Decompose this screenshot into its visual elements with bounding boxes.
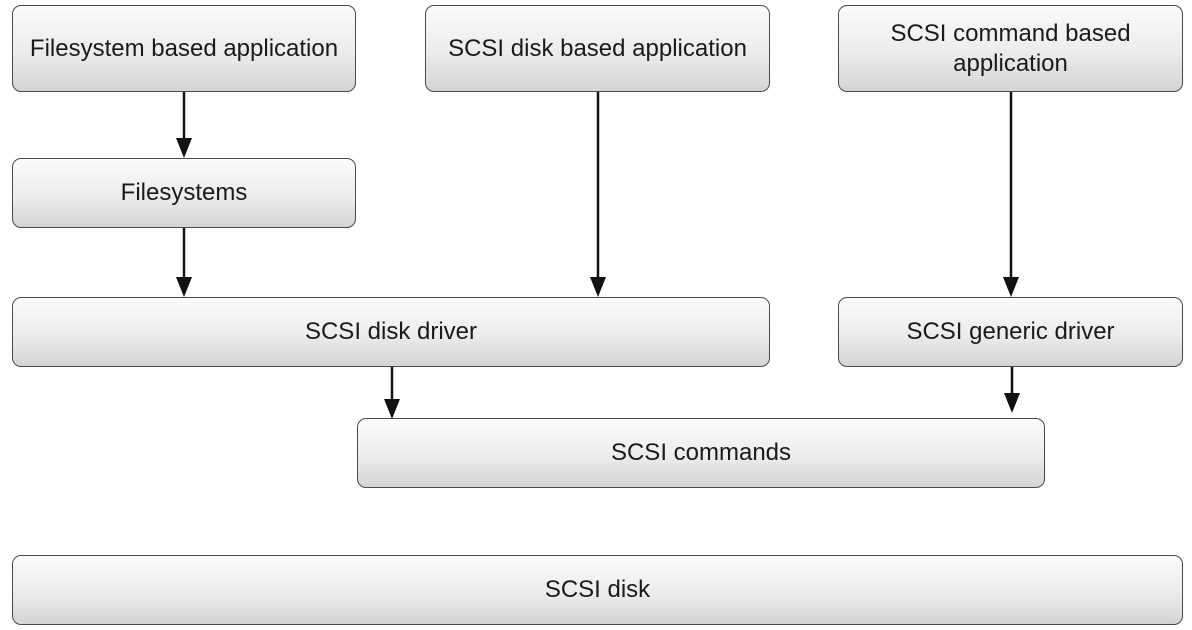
filesystem-app-box: Filesystem based application xyxy=(12,5,356,92)
scsi-command-app-box: SCSI command based application xyxy=(838,5,1183,92)
scsi-disk-app-box: SCSI disk based application xyxy=(425,5,770,92)
scsi-disk-box: SCSI disk xyxy=(12,555,1183,625)
filesystems-box: Filesystems xyxy=(12,158,356,228)
scsi-commands-box: SCSI commands xyxy=(357,418,1045,488)
edge-filesystems-to-scsi-disk-driver xyxy=(176,228,192,297)
edge-scsi-generic-driver-to-scsi-commands xyxy=(1004,367,1020,413)
edge-filesystem-app-to-filesystems xyxy=(176,92,192,158)
edge-scsi-disk-app-to-scsi-disk-driver xyxy=(590,92,606,297)
edge-scsi-disk-driver-to-scsi-commands xyxy=(384,367,400,419)
edge-scsi-command-app-to-scsi-generic-driver xyxy=(1003,92,1019,297)
scsi-generic-driver-box: SCSI generic driver xyxy=(838,297,1183,367)
scsi-disk-driver-box: SCSI disk driver xyxy=(12,297,770,367)
